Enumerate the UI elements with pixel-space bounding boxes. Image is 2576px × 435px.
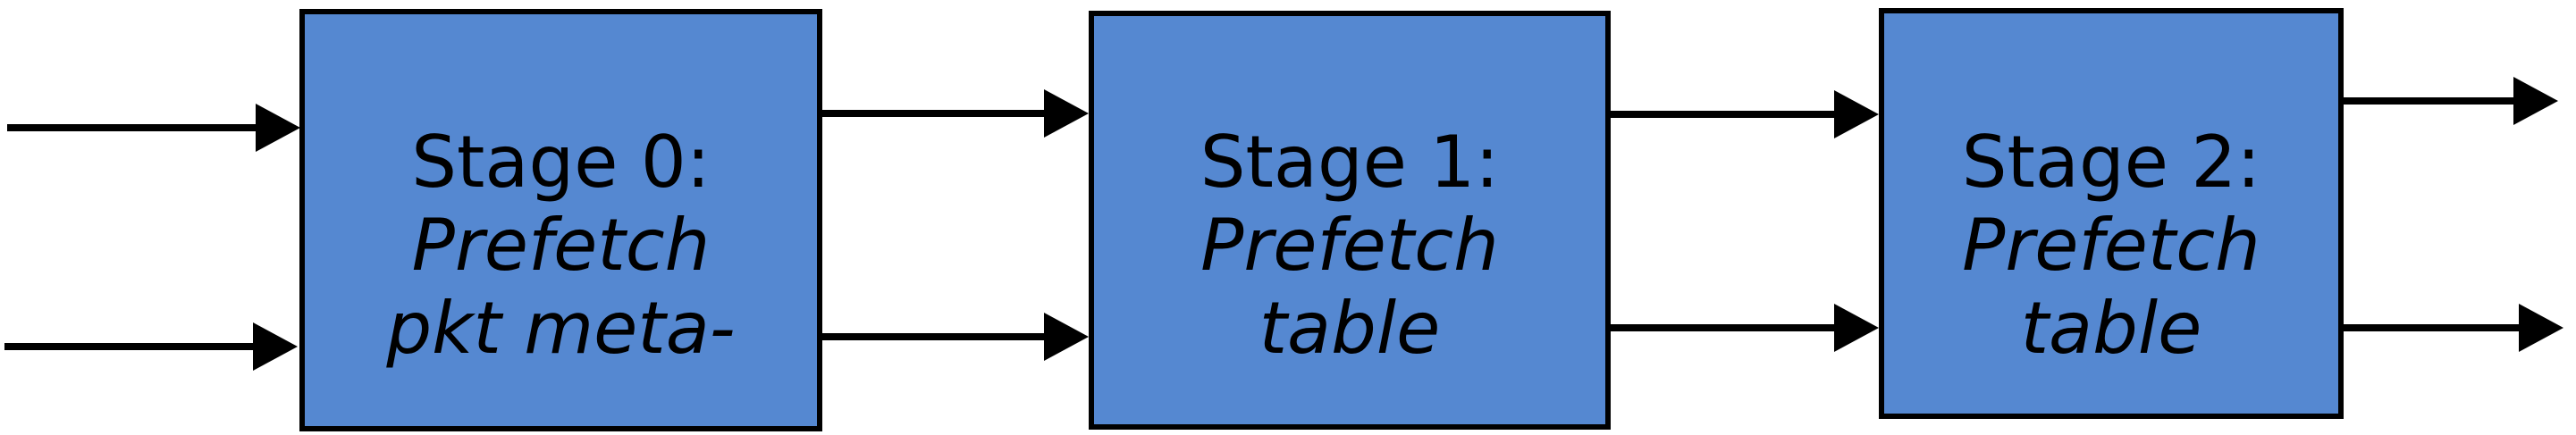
stage-subtitle-line-1: Prefetch — [411, 204, 711, 287]
stage-title: Stage 0: — [411, 121, 711, 204]
arrowhead-icon — [2513, 77, 2558, 125]
arrowhead-icon — [256, 104, 300, 152]
stage-title: Stage 1: — [1200, 121, 1500, 204]
stage-subtitle-line-1: Prefetch — [1962, 204, 2260, 287]
stage-title: Stage 2: — [1961, 121, 2261, 204]
arrowhead-icon — [1834, 90, 1879, 138]
arrow-shaft — [4, 343, 255, 350]
arrowhead-icon — [1044, 89, 1089, 138]
arrowhead-icon — [2519, 304, 2563, 352]
arrow-shaft — [1611, 324, 1836, 331]
stage-label: Stage 1: Prefetch table — [1094, 121, 1605, 370]
arrow-shaft — [2344, 324, 2521, 331]
arrowhead-icon — [1834, 304, 1879, 352]
stage-box-2: Stage 2: Prefetch table — [1879, 8, 2344, 419]
stage-box-0: Stage 0: Prefetch pkt meta- — [299, 9, 822, 431]
stage-box-1: Stage 1: Prefetch table — [1089, 11, 1611, 430]
stage-subtitle-line-1: Prefetch — [1200, 204, 1499, 287]
arrow-shaft — [2344, 97, 2515, 105]
stage-label: Stage 2: Prefetch table — [1884, 121, 2338, 370]
stage-subtitle-line-2: table — [1259, 287, 1441, 370]
stage-subtitle-line-2: table — [2020, 287, 2202, 370]
stage-subtitle-line-2: pkt meta- — [386, 287, 736, 370]
arrow-shaft — [822, 333, 1046, 340]
arrow-shaft — [1611, 111, 1836, 118]
arrow-shaft — [822, 110, 1046, 117]
arrowhead-icon — [253, 322, 298, 371]
arrowhead-icon — [1044, 313, 1089, 361]
arrow-shaft — [7, 124, 257, 131]
stage-label: Stage 0: Prefetch pkt meta- — [305, 121, 817, 370]
